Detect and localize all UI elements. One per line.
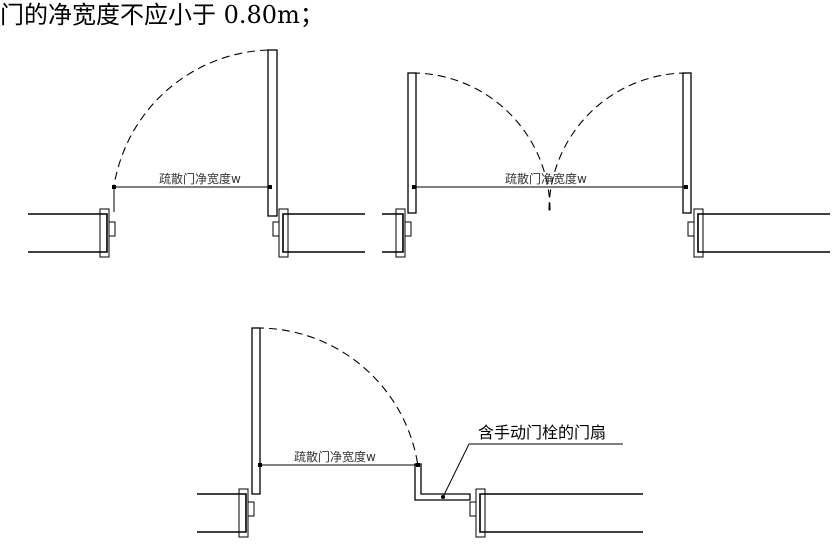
dimension-line bbox=[258, 463, 420, 467]
latched-door-leaf bbox=[414, 463, 471, 501]
dimension-line bbox=[112, 185, 272, 212]
door-leaf bbox=[251, 327, 261, 495]
door-swing-arc bbox=[255, 327, 419, 467]
left-door-leaf bbox=[407, 72, 417, 214]
right-wall bbox=[687, 208, 830, 258]
left-wall bbox=[197, 488, 255, 538]
diagram-double-door: 疏散门净宽度w bbox=[382, 72, 830, 258]
right-wall bbox=[272, 208, 365, 258]
dimension-label: 疏散门净宽度w bbox=[505, 171, 587, 186]
left-wall bbox=[382, 208, 412, 258]
left-swing-arc bbox=[411, 72, 551, 213]
dimension-label: 疏散门净宽度w bbox=[159, 171, 241, 186]
right-door-leaf bbox=[682, 72, 692, 214]
callout-label: 含手动门栓的门扇 bbox=[478, 423, 606, 442]
right-wall bbox=[469, 488, 643, 538]
callout-leader bbox=[441, 443, 623, 499]
dimension-line bbox=[412, 185, 688, 189]
dimension-label: 疏散门净宽度w bbox=[294, 449, 376, 464]
right-swing-arc bbox=[548, 72, 688, 213]
left-wall bbox=[28, 208, 116, 258]
diagram-latch-door: 疏散门净宽度w 含手动门栓的门扇 bbox=[197, 327, 643, 538]
diagram-single-door: 疏散门净宽度w bbox=[28, 49, 365, 258]
door-swing-arc bbox=[113, 49, 269, 187]
door-leaf bbox=[267, 49, 278, 217]
page-title: 门的净宽度不应小于 0.80m； bbox=[0, 1, 324, 29]
